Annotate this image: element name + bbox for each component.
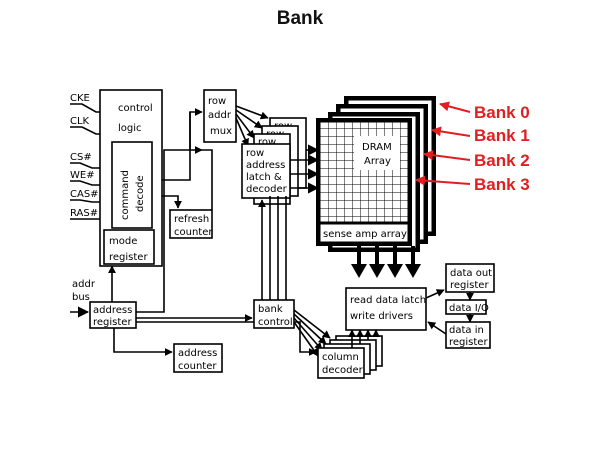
data-out-register-label-2: register (450, 280, 489, 291)
column-decoder-box (317, 347, 365, 379)
mode-register-box (103, 229, 155, 265)
cs-label: CS# (70, 152, 92, 163)
bank-0-label: Bank 0 (474, 103, 530, 122)
address-counter-label-2: counter (178, 361, 217, 372)
row-addr-mux-label-2: addr (208, 110, 232, 121)
sense-amp-array-box (319, 223, 409, 243)
column-decoder-label-1: column (322, 352, 359, 363)
dram-array-label-1: DRAM (362, 142, 392, 153)
input-signals: CKE CLK CS# WE# CAS# RAS# addr bus (70, 93, 120, 318)
cas-label: CAS# (70, 189, 99, 200)
bus-label: bus (72, 292, 90, 303)
row-shadow-label-1: row (258, 137, 276, 148)
data-in-register-label-2: register (449, 337, 488, 348)
row-addr-mux-label-1: row (208, 96, 226, 107)
row-address-latch-label-2: address (246, 160, 285, 171)
read-data-latch-label-2: write drivers (350, 311, 413, 322)
row-addr-mux-box (203, 89, 237, 143)
refresh-counter-box (169, 209, 213, 239)
addr-label: addr (72, 279, 96, 290)
cke-label: CKE (70, 93, 90, 104)
data-in-register-box (445, 321, 491, 349)
row-address-latch-label-4: decoder (246, 184, 288, 195)
bank-control-label-2: control (258, 317, 293, 328)
data-in-register-label-1: data in (449, 325, 484, 336)
column-decoder-label-2: decoder (322, 365, 364, 376)
bank-1-label: Bank 1 (474, 126, 530, 145)
bank-control-label-1: bank (258, 304, 283, 315)
page-title: Bank (276, 8, 324, 29)
command-decode-label-1: command (120, 170, 131, 220)
command-decode-label-2: decode (135, 175, 146, 212)
ras-label: RAS# (70, 208, 98, 219)
bank-2-label: Bank 2 (474, 151, 530, 170)
data-out-register-label-1: data out (450, 268, 492, 279)
bank-stack: DRAM Array sense amp array (316, 96, 436, 252)
mode-register-label-1: mode (109, 236, 137, 247)
bank-control-box (253, 299, 295, 329)
row-address-latch-box (241, 143, 291, 199)
row-addr-mux-label-3: mux (210, 126, 232, 137)
read-data-latch-box (345, 287, 427, 331)
address-register-box (89, 301, 137, 329)
bank-3-label: Bank 3 (474, 175, 530, 194)
address-counter-box (173, 343, 223, 373)
dram-array-label-2: Array (364, 156, 391, 167)
data-io-label: data I/O (449, 303, 489, 314)
address-register-label-1: address (93, 305, 132, 316)
sense-amp-to-latch-arrows (351, 246, 421, 278)
address-register-label-2: register (93, 317, 132, 328)
dram-array-label-bg (354, 136, 400, 170)
bank-labels: Bank 0 Bank 1 Bank 2 Bank 3 (415, 101, 530, 194)
control-logic-label-1: control (118, 103, 153, 114)
sense-amp-array-label: sense amp array (323, 229, 407, 240)
mode-register-label-2: register (109, 252, 148, 263)
data-out-register-box (445, 263, 495, 293)
control-logic-label-2: logic (118, 123, 142, 134)
address-counter-label-1: address (178, 348, 217, 359)
row-address-latch-label-1: row (246, 148, 264, 159)
read-data-latch-label-1: read data latch (350, 295, 426, 306)
refresh-counter-label-2: counter (174, 227, 213, 238)
clk-label: CLK (70, 116, 90, 127)
we-label: WE# (70, 170, 95, 181)
refresh-counter-label-1: refresh (174, 214, 209, 225)
command-decode-box (111, 141, 153, 229)
row-address-latch-label-3: latch & (246, 172, 282, 183)
